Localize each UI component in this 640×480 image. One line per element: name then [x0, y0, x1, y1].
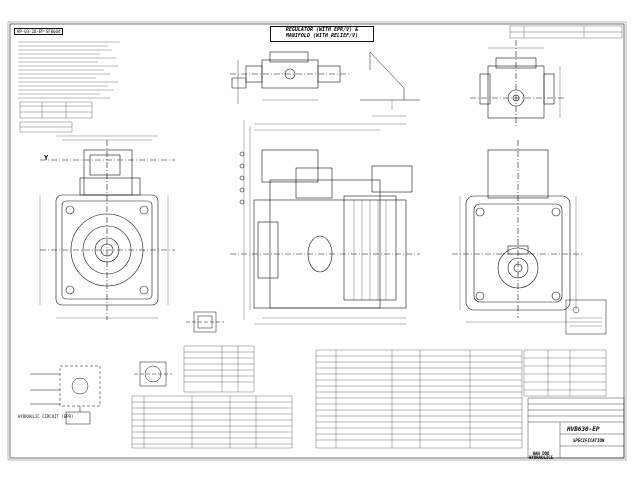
title-line-2: MANIFOLD (WITH RELIEF/V) — [285, 33, 359, 39]
title-block — [527, 397, 625, 459]
maker-line-2: HYDRAULICS — [529, 455, 554, 460]
title-line-1: REGULATOR (WITH EPR/V) & — [285, 27, 359, 33]
front-view — [39, 135, 175, 320]
hydraulic-circuit — [30, 365, 101, 425]
revision-block — [509, 25, 623, 39]
sheet-border — [9, 23, 625, 459]
drawing-title: REGULATOR (WITH EPR/V) & MANIFOLD (WITH … — [270, 26, 374, 42]
table-spec — [315, 349, 523, 449]
view-arrow-y: Y — [44, 154, 49, 162]
shaft-detail — [134, 361, 172, 387]
manufacturer-logo: HAN DOO HYDRAULICS — [529, 452, 553, 460]
nameplate-detail — [565, 299, 607, 335]
rear-view — [452, 140, 584, 323]
spec-label: SPECIFICATION — [573, 438, 605, 443]
regulator-detail — [230, 51, 350, 104]
angle-diagram — [360, 51, 420, 117]
side-view — [230, 120, 420, 325]
table-power — [183, 345, 255, 393]
maker-line-1: HAN DOO — [532, 451, 550, 456]
table-ports — [131, 395, 293, 449]
valve-detail — [186, 311, 224, 333]
top-right-view — [470, 40, 566, 126]
hydraulic-circuit-label: HYDRAULIC CIRCUIT (EPR) — [18, 414, 74, 419]
table-right-small — [523, 349, 607, 397]
notes-block — [18, 41, 120, 133]
model-number: HVB630-EP — [567, 426, 600, 433]
drawing-number: HP-03-26-EP-SF0604 — [14, 28, 64, 35]
